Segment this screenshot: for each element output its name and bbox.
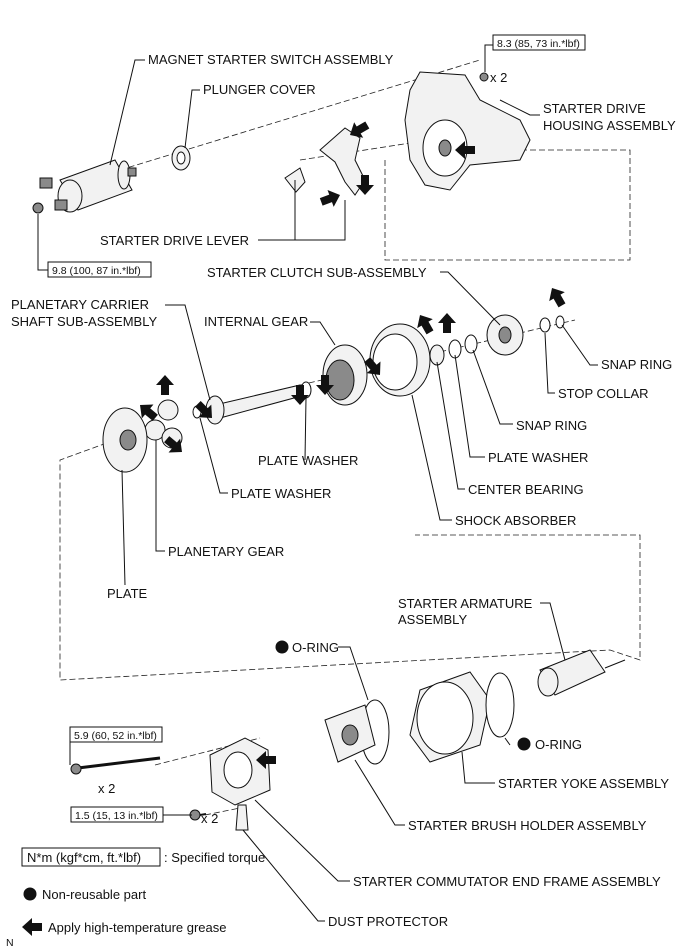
label-oring-top: O-RING [292,640,339,655]
plunger-cover-part [171,145,191,171]
torque-through-bolt: 5.9 (60, 52 in.*lbf) [69,726,163,743]
legend-nonreusable-text: Non-reusable part [42,887,146,902]
label-magnet-switch: MAGNET STARTER SWITCH ASSEMBLY [148,52,394,67]
torque-through-bolt-text: 5.9 (60, 52 in.*lbf) [74,730,157,742]
magnet-switch-part [39,159,137,213]
label-armature-2: ASSEMBLY [398,612,467,627]
dust-protector-part [235,804,249,831]
snap-ring-mid-part [464,334,478,354]
starter-yoke-part [409,671,491,763]
torque-switch-nut: 9.8 (100, 87 in.*lbf) [47,261,152,278]
torque-end-frame-screw: 1.5 (15, 13 in.*lbf) [70,806,164,823]
count-end-frame-screw: x 2 [201,811,218,826]
commutator-end-frame-part [209,737,271,806]
grease-arrow-icon [22,918,42,936]
label-brush-holder: STARTER BRUSH HOLDER ASSEMBLY [408,818,647,833]
count-housing-bolt: x 2 [490,70,507,85]
non-reusable-dot-icon [275,640,289,654]
label-plate-washer-right: PLATE WASHER [488,450,588,465]
label-snap-ring-mid: SNAP RING [516,418,587,433]
drive-housing-part [404,71,531,191]
label-plate-washer-mid: PLATE WASHER [258,453,358,468]
corner-code: N [6,937,14,949]
label-yoke: STARTER YOKE ASSEMBLY [498,776,669,791]
label-drive-housing-2: HOUSING ASSEMBLY [543,118,676,133]
torque-housing-bolt: 8.3 (85, 73 in.*lbf) [492,34,586,51]
label-center-bearing: CENTER BEARING [468,482,584,497]
non-reusable-dot-icon [23,887,37,901]
label-stop-collar: STOP COLLAR [558,386,649,401]
torque-housing-bolt-text: 8.3 (85, 73 in.*lbf) [497,38,580,50]
legend-torque-box-text: N*m (kgf*cm, ft.*lbf) [27,850,141,865]
label-clutch: STARTER CLUTCH SUB-ASSEMBLY [207,265,427,280]
legend: N*m (kgf*cm, ft.*lbf) : Specified torque… [21,847,265,936]
label-plunger-cover: PLUNGER COVER [203,82,316,97]
legend-grease-text: Apply high-temperature grease [48,920,227,935]
label-drive-lever: STARTER DRIVE LEVER [100,233,249,248]
label-internal-gear: INTERNAL GEAR [204,314,308,329]
armature-part [537,649,626,697]
switch-nut-part [32,202,44,214]
label-commutator-frame: STARTER COMMUTATOR END FRAME ASSEMBLY [353,874,661,889]
legend-torque-text: : Specified torque [164,850,265,865]
starter-clutch-part [486,314,524,356]
brush-holder-part [324,704,376,763]
torque-switch-nut-text: 9.8 (100, 87 in.*lbf) [52,265,141,277]
legend-torque-box [21,847,161,867]
label-shock-absorber: SHOCK ABSORBER [455,513,576,528]
label-planetary-gear: PLANETARY GEAR [168,544,284,559]
through-bolt-part [70,756,161,775]
label-snap-ring-top: SNAP RING [601,357,672,372]
label-plate: PLATE [107,586,148,601]
internal-gear-part [322,344,368,406]
planetary-gears-part [144,399,183,449]
stop-collar-part [539,317,551,333]
label-oring-right: O-RING [535,737,582,752]
label-carrier-2: SHAFT SUB-ASSEMBLY [11,314,157,329]
drive-lever-part [284,127,366,196]
non-reusable-dot-icon [517,737,531,751]
oring-right-part [485,672,515,738]
torque-end-frame-screw-text: 1.5 (15, 13 in.*lbf) [75,810,158,822]
label-drive-housing-1: STARTER DRIVE [543,101,646,116]
label-carrier-1: PLANETARY CARRIER [11,297,149,312]
label-dust-protector: DUST PROTECTOR [328,914,448,929]
grease-arrow-icon [134,117,570,769]
leader-lines [37,44,598,922]
carrier-shaft-part [205,384,306,425]
label-armature-1: STARTER ARMATURE [398,596,533,611]
label-plate-washer-left: PLATE WASHER [231,486,331,501]
shock-absorber-part [369,323,431,397]
count-through-bolt: x 2 [98,781,115,796]
plate-part [102,407,148,473]
